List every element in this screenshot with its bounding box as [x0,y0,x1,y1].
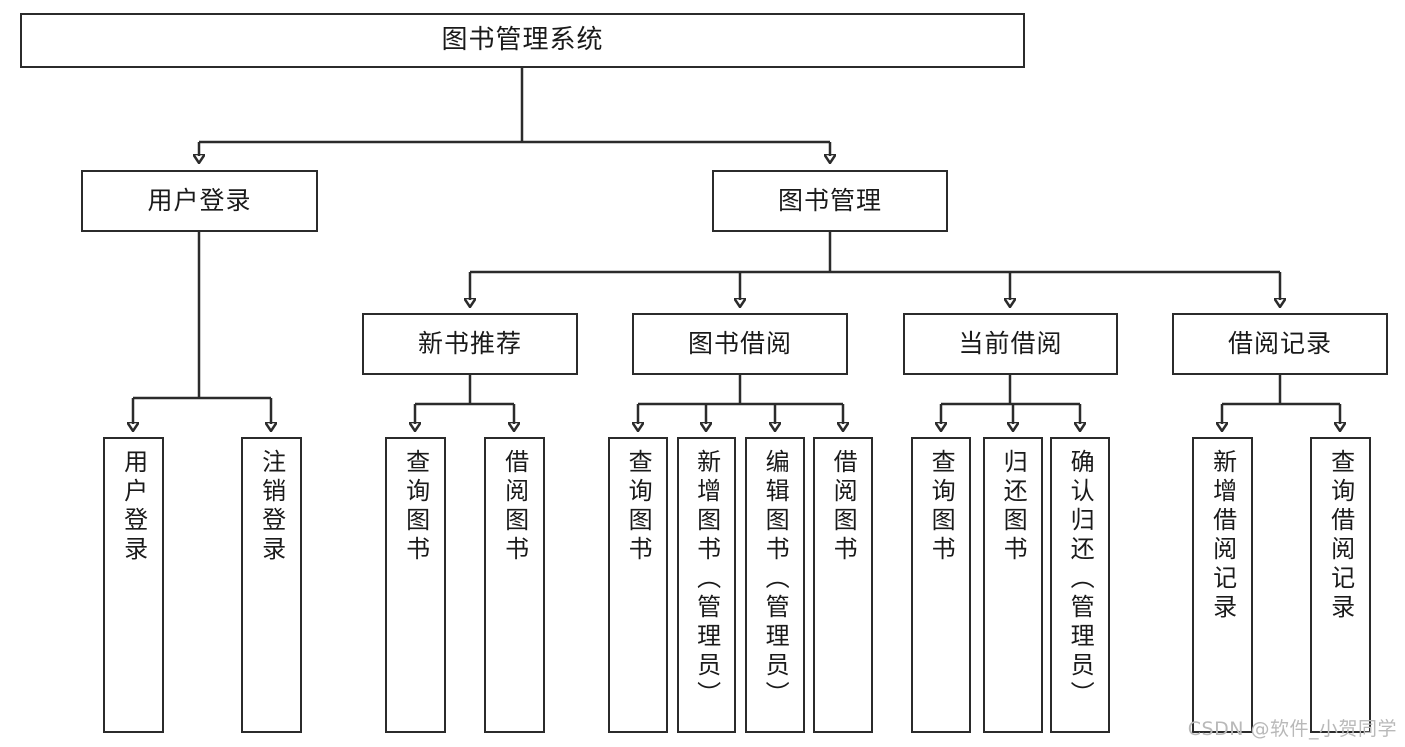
node-borrow-record-label: 借阅记录 [1227,328,1332,358]
node-new-book-rec[interactable]: 新书推荐 [362,313,578,375]
node-leaf-bb-borrow-book-label: 借阅图书 [829,449,858,565]
node-leaf-br-add-record-label: 新增借阅记录 [1208,449,1237,623]
node-user-login[interactable]: 用户登录 [81,170,318,232]
node-leaf-user-login-label: 用户登录 [119,449,148,565]
node-leaf-cb-confirm-return[interactable]: 确认归还（管理员） [1050,437,1110,733]
node-leaf-rec-borrow-book-label: 借阅图书 [500,449,529,565]
node-current-borrow[interactable]: 当前借阅 [903,313,1118,375]
node-leaf-bb-query-book[interactable]: 查询图书 [608,437,668,733]
node-book-manage-label: 图书管理 [777,185,882,215]
node-user-login-label: 用户登录 [147,185,252,215]
node-leaf-cb-query-book-label: 查询图书 [927,449,956,565]
csdn-watermark: CSDN @软件_小贺同学 [1187,718,1397,740]
node-leaf-rec-query-book[interactable]: 查询图书 [385,437,446,733]
node-leaf-cb-query-book[interactable]: 查询图书 [911,437,971,733]
node-book-borrow[interactable]: 图书借阅 [632,313,848,375]
node-leaf-bb-add-book-label: 新增图书（管理员） [692,449,721,710]
node-leaf-user-login[interactable]: 用户登录 [103,437,164,733]
node-leaf-bb-borrow-book[interactable]: 借阅图书 [813,437,873,733]
node-borrow-record[interactable]: 借阅记录 [1172,313,1388,375]
node-leaf-br-add-record[interactable]: 新增借阅记录 [1192,437,1253,733]
node-leaf-user-logout-label: 注销登录 [257,449,286,565]
node-root[interactable]: 图书管理系统 [20,13,1025,68]
node-leaf-rec-query-book-label: 查询图书 [401,449,430,565]
node-book-manage[interactable]: 图书管理 [712,170,948,232]
node-leaf-cb-return-book-label: 归还图书 [999,449,1028,565]
node-leaf-bb-query-book-label: 查询图书 [624,449,653,565]
node-root-label: 图书管理系统 [441,24,604,55]
node-book-borrow-label: 图书借阅 [687,328,792,358]
node-leaf-rec-borrow-book[interactable]: 借阅图书 [484,437,545,733]
node-new-book-rec-label: 新书推荐 [417,328,522,358]
node-leaf-user-logout[interactable]: 注销登录 [241,437,302,733]
node-leaf-bb-add-book[interactable]: 新增图书（管理员） [677,437,736,733]
node-leaf-br-query-record[interactable]: 查询借阅记录 [1310,437,1371,733]
node-leaf-bb-edit-book[interactable]: 编辑图书（管理员） [745,437,805,733]
node-leaf-cb-return-book[interactable]: 归还图书 [983,437,1043,733]
node-leaf-bb-edit-book-label: 编辑图书（管理员） [761,449,790,710]
node-current-borrow-label: 当前借阅 [958,328,1063,358]
node-leaf-br-query-record-label: 查询借阅记录 [1326,449,1355,623]
node-leaf-cb-confirm-return-label: 确认归还（管理员） [1066,449,1095,710]
